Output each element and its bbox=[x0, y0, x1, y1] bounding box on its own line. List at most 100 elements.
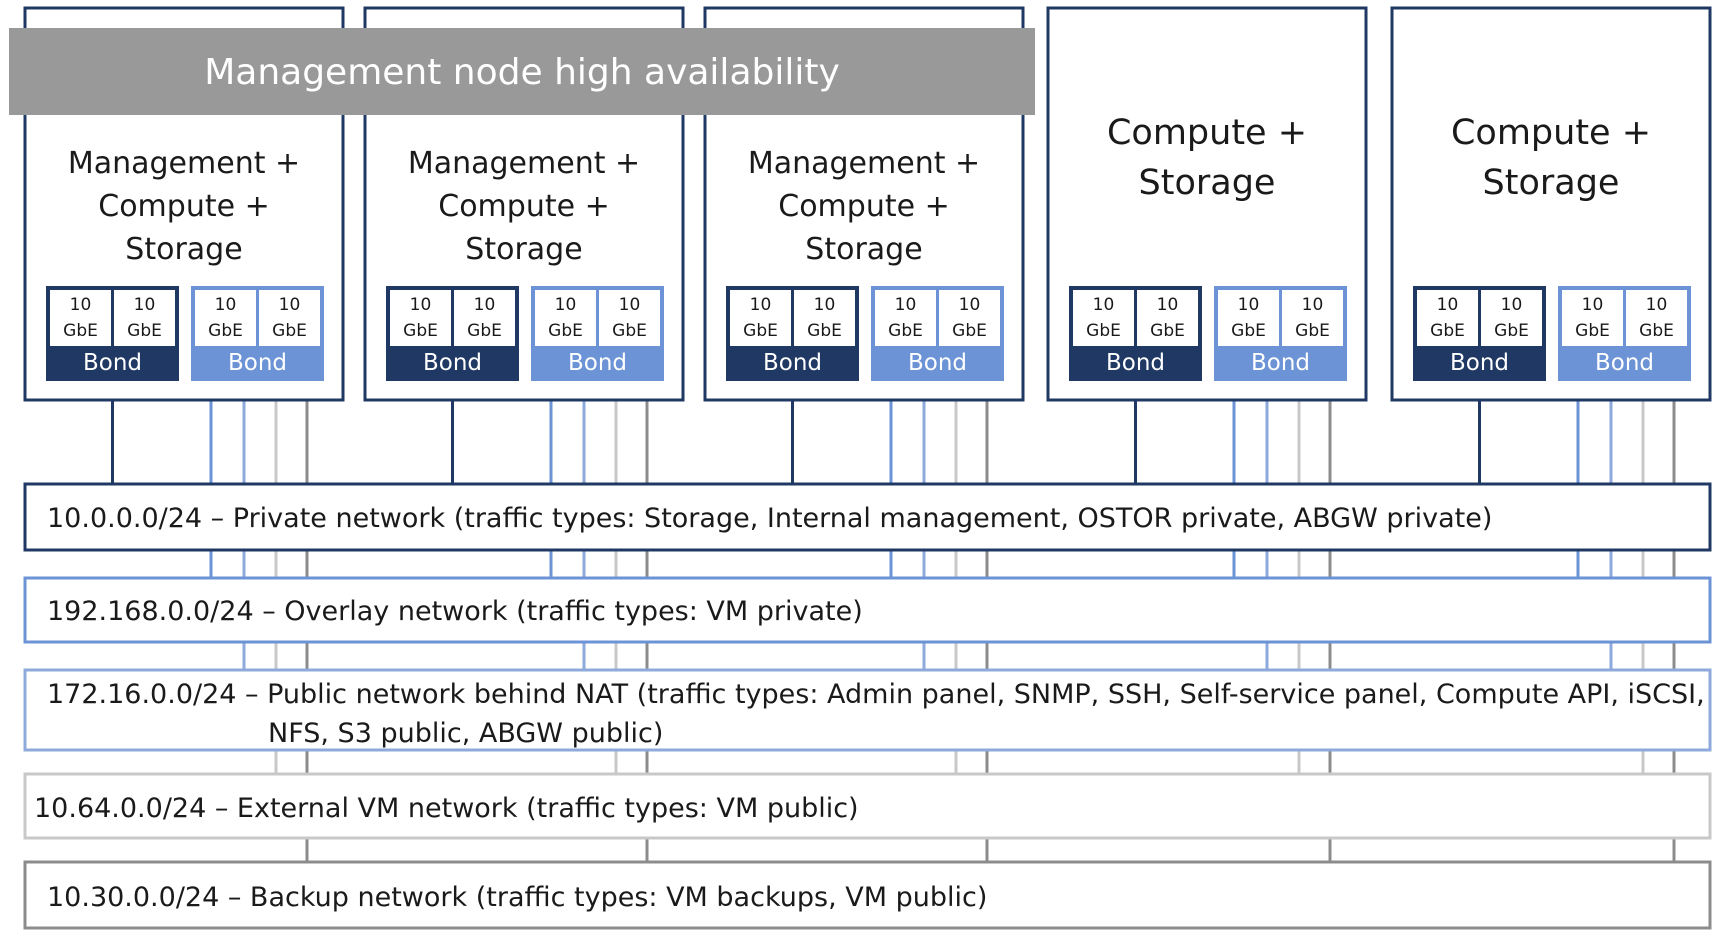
node-title-line: Management + bbox=[748, 146, 980, 181]
nic-speed: 10 bbox=[959, 295, 981, 315]
node-title-line: Storage bbox=[125, 232, 242, 267]
nic-unit: GbE bbox=[548, 321, 583, 341]
nic-unit: GbE bbox=[743, 321, 778, 341]
network-overlay: 192.168.0.0/24 – Overlay network (traffi… bbox=[23, 576, 1712, 644]
nic-port bbox=[1282, 290, 1343, 346]
node-title-line: Storage bbox=[465, 232, 582, 267]
nic-unit: GbE bbox=[1639, 321, 1674, 341]
nic-unit: GbE bbox=[1575, 321, 1610, 341]
nic-port bbox=[390, 290, 451, 346]
nic-speed: 10 bbox=[1646, 295, 1668, 315]
network-box bbox=[23, 772, 1712, 840]
nic-speed: 10 bbox=[1501, 295, 1523, 315]
node-title-line: Compute + bbox=[438, 189, 609, 224]
network-label: 172.16.0.0/24 – Public network behind NA… bbox=[47, 679, 1705, 710]
ha-banner-label: Management node high availability bbox=[204, 52, 840, 93]
node-title-line: Storage bbox=[805, 232, 922, 267]
nic-port bbox=[195, 290, 256, 346]
nic-unit: GbE bbox=[1295, 321, 1330, 341]
network-box bbox=[23, 668, 1712, 752]
network-label: 10.0.0.0/24 – Private network (traffic t… bbox=[47, 503, 1492, 534]
nic-unit: GbE bbox=[467, 321, 502, 341]
nic-speed: 10 bbox=[895, 295, 917, 315]
nic-unit: GbE bbox=[952, 321, 987, 341]
network-box bbox=[23, 482, 1712, 552]
nic-speed: 10 bbox=[1093, 295, 1115, 315]
nic-speed: 10 bbox=[750, 295, 772, 315]
network-private: 10.0.0.0/24 – Private network (traffic t… bbox=[23, 482, 1712, 552]
nic-port bbox=[114, 290, 175, 346]
bond-label: Bond bbox=[568, 350, 627, 376]
nic-speed: 10 bbox=[814, 295, 836, 315]
network-label: 192.168.0.0/24 – Overlay network (traffi… bbox=[47, 596, 863, 627]
nic-speed: 10 bbox=[1437, 295, 1459, 315]
nic-speed: 10 bbox=[215, 295, 237, 315]
bond-label: Bond bbox=[908, 350, 967, 376]
nic-unit: GbE bbox=[208, 321, 243, 341]
nic-port bbox=[730, 290, 791, 346]
network-backup: 10.30.0.0/24 – Backup network (traffic t… bbox=[23, 860, 1712, 930]
nic-speed: 10 bbox=[279, 295, 301, 315]
bond-label: Bond bbox=[1251, 350, 1310, 376]
bond-label: Bond bbox=[1450, 350, 1509, 376]
nic-speed: 10 bbox=[1238, 295, 1260, 315]
network-box bbox=[23, 860, 1712, 930]
nic-unit: GbE bbox=[403, 321, 438, 341]
nic-port bbox=[50, 290, 111, 346]
network-box bbox=[23, 576, 1712, 644]
nic-port bbox=[1626, 290, 1687, 346]
nic-unit: GbE bbox=[272, 321, 307, 341]
ha-banner-group: Management node high availability bbox=[9, 28, 1035, 115]
node-title-line: Compute + bbox=[98, 189, 269, 224]
nic-port bbox=[535, 290, 596, 346]
nic-unit: GbE bbox=[1150, 321, 1185, 341]
nic-unit: GbE bbox=[612, 321, 647, 341]
nic-port bbox=[599, 290, 660, 346]
nic-speed: 10 bbox=[134, 295, 156, 315]
network-external: 10.64.0.0/24 – External VM network (traf… bbox=[23, 772, 1712, 840]
node-title-line: Compute + bbox=[1451, 113, 1651, 153]
nic-unit: GbE bbox=[1494, 321, 1529, 341]
nic-unit: GbE bbox=[63, 321, 98, 341]
nic-unit: GbE bbox=[127, 321, 162, 341]
nic-port bbox=[454, 290, 515, 346]
nic-unit: GbE bbox=[888, 321, 923, 341]
nic-speed: 10 bbox=[555, 295, 577, 315]
ha-banner bbox=[9, 28, 1035, 115]
node-title-line: Storage bbox=[1483, 163, 1620, 203]
nic-port bbox=[939, 290, 1000, 346]
network-label: 10.64.0.0/24 – External VM network (traf… bbox=[34, 793, 859, 824]
nic-port bbox=[1137, 290, 1198, 346]
nic-port bbox=[1562, 290, 1623, 346]
node-title-line: Compute + bbox=[1107, 113, 1307, 153]
bond-label: Bond bbox=[763, 350, 822, 376]
nic-port bbox=[875, 290, 936, 346]
nic-speed: 10 bbox=[1582, 295, 1604, 315]
node-title-line: Compute + bbox=[778, 189, 949, 224]
nic-port bbox=[1073, 290, 1134, 346]
network-label: NFS, S3 public, ABGW public) bbox=[268, 718, 663, 749]
node-title-line: Storage bbox=[1139, 163, 1276, 203]
bond-label: Bond bbox=[83, 350, 142, 376]
network-public: 172.16.0.0/24 – Public network behind NA… bbox=[23, 668, 1712, 752]
server-node: Compute +Storage10GbE10GbEBond10GbE10GbE… bbox=[1390, 6, 1712, 402]
nic-speed: 10 bbox=[1157, 295, 1179, 315]
nic-port bbox=[259, 290, 320, 346]
network-segments: 10.0.0.0/24 – Private network (traffic t… bbox=[23, 482, 1712, 930]
server-node: Compute +Storage10GbE10GbEBond10GbE10GbE… bbox=[1046, 6, 1368, 402]
nic-unit: GbE bbox=[1086, 321, 1121, 341]
nic-port bbox=[1417, 290, 1478, 346]
bond-label: Bond bbox=[228, 350, 287, 376]
nic-unit: GbE bbox=[1430, 321, 1465, 341]
